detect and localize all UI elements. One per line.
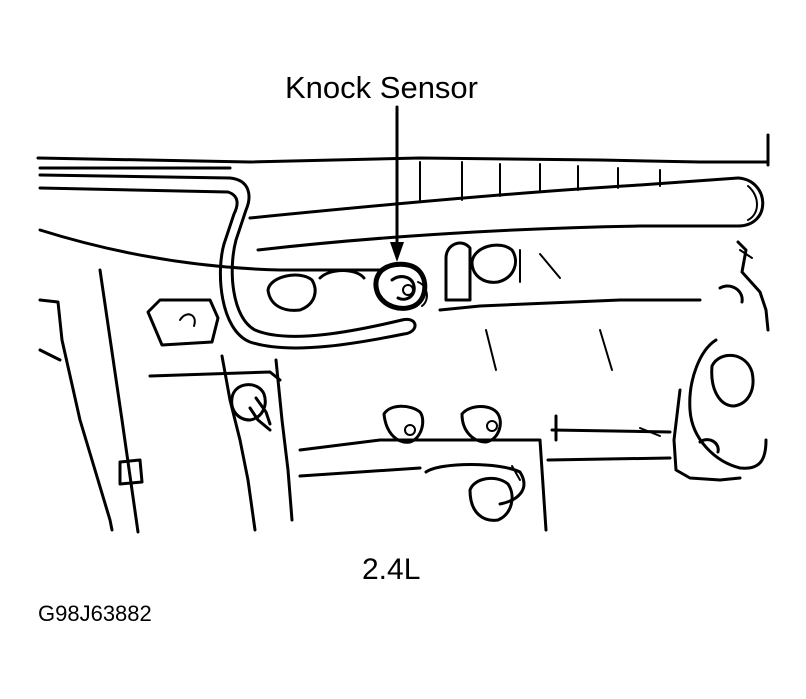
harness-tube [38, 173, 417, 350]
callout-label: Knock Sensor [285, 70, 478, 105]
callout-arrow [390, 105, 404, 262]
engine-block-lower [298, 298, 702, 532]
knock-sensor [373, 261, 428, 311]
engine-block-left [38, 268, 294, 534]
engine-label: 2.4L [362, 553, 421, 586]
figure-id: G98J63882 [38, 601, 152, 626]
coolant-pipe [248, 176, 765, 252]
engine-block-bosses [266, 241, 561, 312]
engine-block-right [672, 240, 770, 482]
engine-block-upper [36, 133, 770, 272]
bolt-left [230, 383, 272, 432]
